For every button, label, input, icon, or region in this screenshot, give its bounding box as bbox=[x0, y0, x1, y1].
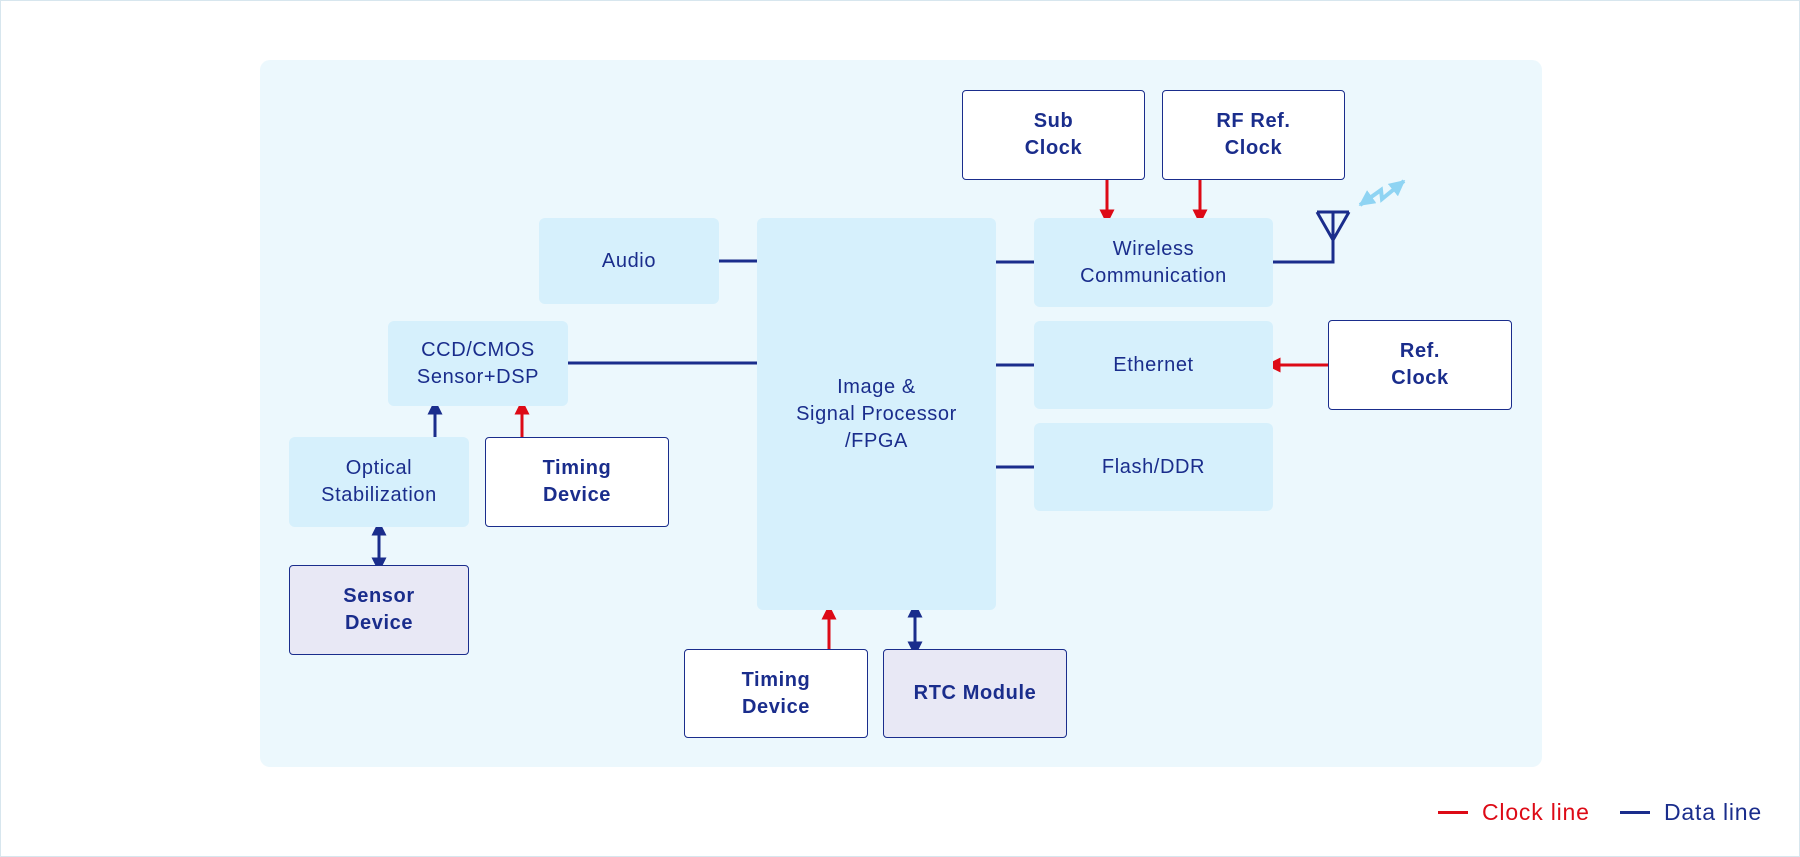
audio-block: Audio bbox=[539, 218, 719, 304]
ref-clock-block: Ref. Clock bbox=[1328, 320, 1512, 410]
timing-device-left-block: Timing Device bbox=[485, 437, 669, 527]
wireless-communication-block: Wireless Communication bbox=[1034, 218, 1273, 307]
wireless-antenna-data-line bbox=[1273, 233, 1335, 264]
legend-data-label: Data line bbox=[1664, 798, 1762, 825]
sub-clock-block: Sub Clock bbox=[962, 90, 1145, 180]
ccd-cmos-sensor-block: CCD/CMOS Sensor+DSP bbox=[388, 321, 568, 406]
rf-ref-clock-block: RF Ref. Clock bbox=[1162, 90, 1345, 180]
image-signal-processor-block: Image & Signal Processor /FPGA bbox=[757, 218, 996, 610]
flash-ddr-block: Flash/DDR bbox=[1034, 423, 1273, 511]
legend-clock-line: Clock line bbox=[1438, 796, 1590, 828]
rtc-module-block: RTC Module bbox=[883, 649, 1067, 738]
sensor-device-block: Sensor Device bbox=[289, 565, 469, 655]
legend-clock-label: Clock line bbox=[1482, 798, 1590, 825]
timing-device-bottom-block: Timing Device bbox=[684, 649, 868, 738]
legend-data-swatch bbox=[1620, 810, 1650, 814]
optical-stabilization-block: Optical Stabilization bbox=[289, 437, 469, 527]
antenna-icon bbox=[1315, 210, 1351, 244]
wireless-signal-icon bbox=[1358, 179, 1406, 207]
legend-clock-swatch bbox=[1438, 810, 1468, 814]
legend-data-line: Data line bbox=[1620, 796, 1762, 828]
ethernet-block: Ethernet bbox=[1034, 321, 1273, 409]
